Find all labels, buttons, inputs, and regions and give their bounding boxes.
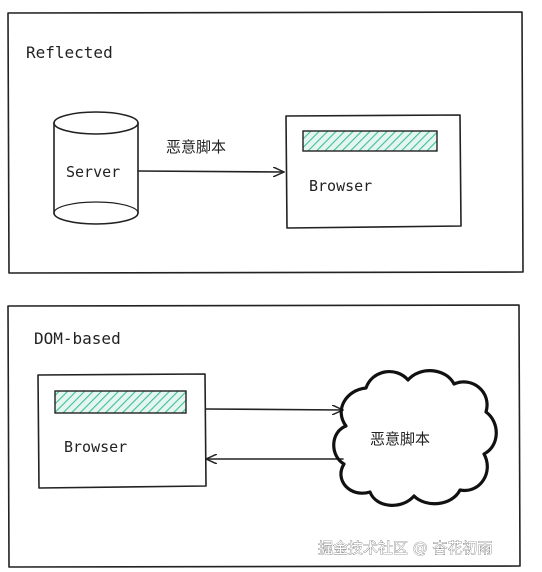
- dom-based-panel: DOM-based Browser 恶意脚本: [7, 304, 521, 568]
- reflected-arrow-label: 恶意脚本: [166, 138, 226, 156]
- dom-browser-window: [37, 373, 207, 489]
- server-label: Server: [66, 163, 120, 181]
- reflected-browser-window: [285, 114, 462, 229]
- reflected-arrow: [137, 171, 285, 172]
- reflected-panel: Reflected Server 恶意脚本 Browser: [7, 11, 524, 274]
- reflected-title: Reflected: [26, 43, 113, 62]
- reflected-browser-address-bar: [302, 130, 438, 152]
- reflected-panel-frame: [7, 11, 524, 274]
- cloud-label: 恶意脚本: [370, 430, 430, 448]
- dom-arrow-to-script: [205, 409, 344, 410]
- dom-based-title: DOM-based: [34, 329, 121, 348]
- dom-based-panel-frame: [7, 304, 521, 568]
- server-database-icon: [53, 111, 139, 225]
- watermark-text: 掘金技术社区 @ 杏花初雨: [318, 539, 493, 557]
- dom-browser-label: Browser: [64, 438, 127, 456]
- malicious-script-cloud-icon: [332, 369, 498, 507]
- reflected-browser-label: Browser: [309, 177, 372, 195]
- dom-browser-address-bar: [54, 390, 187, 414]
